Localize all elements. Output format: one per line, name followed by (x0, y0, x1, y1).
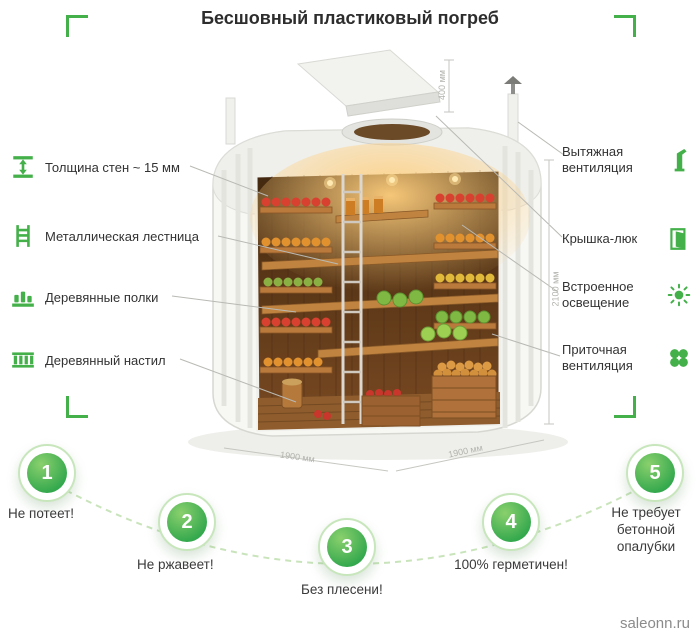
feature-hatch: Крышка-люк (562, 226, 692, 252)
page-title: Бесшовный пластиковый погреб (201, 8, 499, 28)
feature-label: Деревянный настил (45, 352, 166, 368)
benefit-circle-5: 5 (626, 444, 684, 502)
cellar-interior (250, 143, 530, 432)
dimension-lines (223, 59, 554, 472)
dimension-height: 2100 мм (550, 271, 561, 307)
feature-label: Вытяжная вентиляция (562, 144, 633, 176)
benefit-label-3: Без плесени! (301, 582, 383, 597)
shelves-icon (10, 284, 36, 310)
wall-thickness-icon (10, 154, 36, 180)
benefits-arc (46, 479, 656, 565)
watermark: saleonn.ru (619, 615, 690, 632)
benefit-number: 3 (327, 527, 367, 567)
feature-label: Приточная вентиляция (562, 342, 633, 374)
benefit-number: 4 (491, 502, 531, 542)
feature-supply-vent: Приточная вентиляция (562, 342, 692, 375)
feature-label: Толщина стен ~ 15 мм (45, 159, 180, 175)
feature-exhaust-vent: Вытяжная вентиляция (562, 144, 692, 177)
supply-vent-icon (666, 345, 692, 371)
vegetables (261, 193, 495, 367)
benefit-number: 5 (635, 453, 675, 493)
light-icon (666, 282, 692, 308)
lid (296, 49, 441, 117)
benefit-number: 2 (167, 502, 207, 542)
feature-metal-ladder: Металлическая лестница (10, 223, 199, 249)
feature-lighting: Встроенное освещение (562, 279, 692, 312)
feature-label: Крышка-люк (562, 230, 638, 246)
metal-ladder (341, 174, 363, 424)
feature-wooden-shelves: Деревянные полки (10, 284, 158, 310)
feature-label: Деревянные полки (45, 289, 159, 305)
benefit-circle-3: 3 (318, 518, 376, 576)
benefit-label-2: Не ржавеет! (137, 557, 214, 572)
feature-label: Металлическая лестница (45, 228, 199, 244)
benefit-number: 1 (27, 453, 67, 493)
exhaust-vent-icon (666, 147, 692, 173)
benefit-label-5: Не требует бетонной опалубки (611, 505, 681, 554)
frame-bracket-top-right (614, 15, 636, 37)
ladder-icon (10, 223, 36, 249)
dimension-lid: 400 мм (436, 70, 447, 100)
frame-bracket-top-left (66, 15, 88, 37)
benefit-circle-2: 2 (158, 493, 216, 551)
interior-lights (324, 173, 461, 189)
callout-lines (171, 115, 565, 403)
feature-wooden-floor: Деревянный настил (10, 347, 166, 373)
hatch-icon (666, 226, 692, 252)
feature-wall-thickness: Толщина стен ~ 15 мм (10, 154, 180, 180)
frame-bracket-bottom-left (66, 396, 88, 418)
hatch-opening (354, 124, 430, 140)
benefit-circle-1: 1 (18, 444, 76, 502)
frame-bracket-bottom-right (614, 396, 636, 418)
benefit-label-4: 100% герметичен! (454, 557, 568, 572)
floor-items (281, 360, 497, 427)
flooring-icon (10, 347, 36, 373)
benefit-circle-4: 4 (482, 493, 540, 551)
benefit-label-1: Не потеет! (8, 506, 75, 521)
feature-label: Встроенное освещение (562, 279, 634, 311)
